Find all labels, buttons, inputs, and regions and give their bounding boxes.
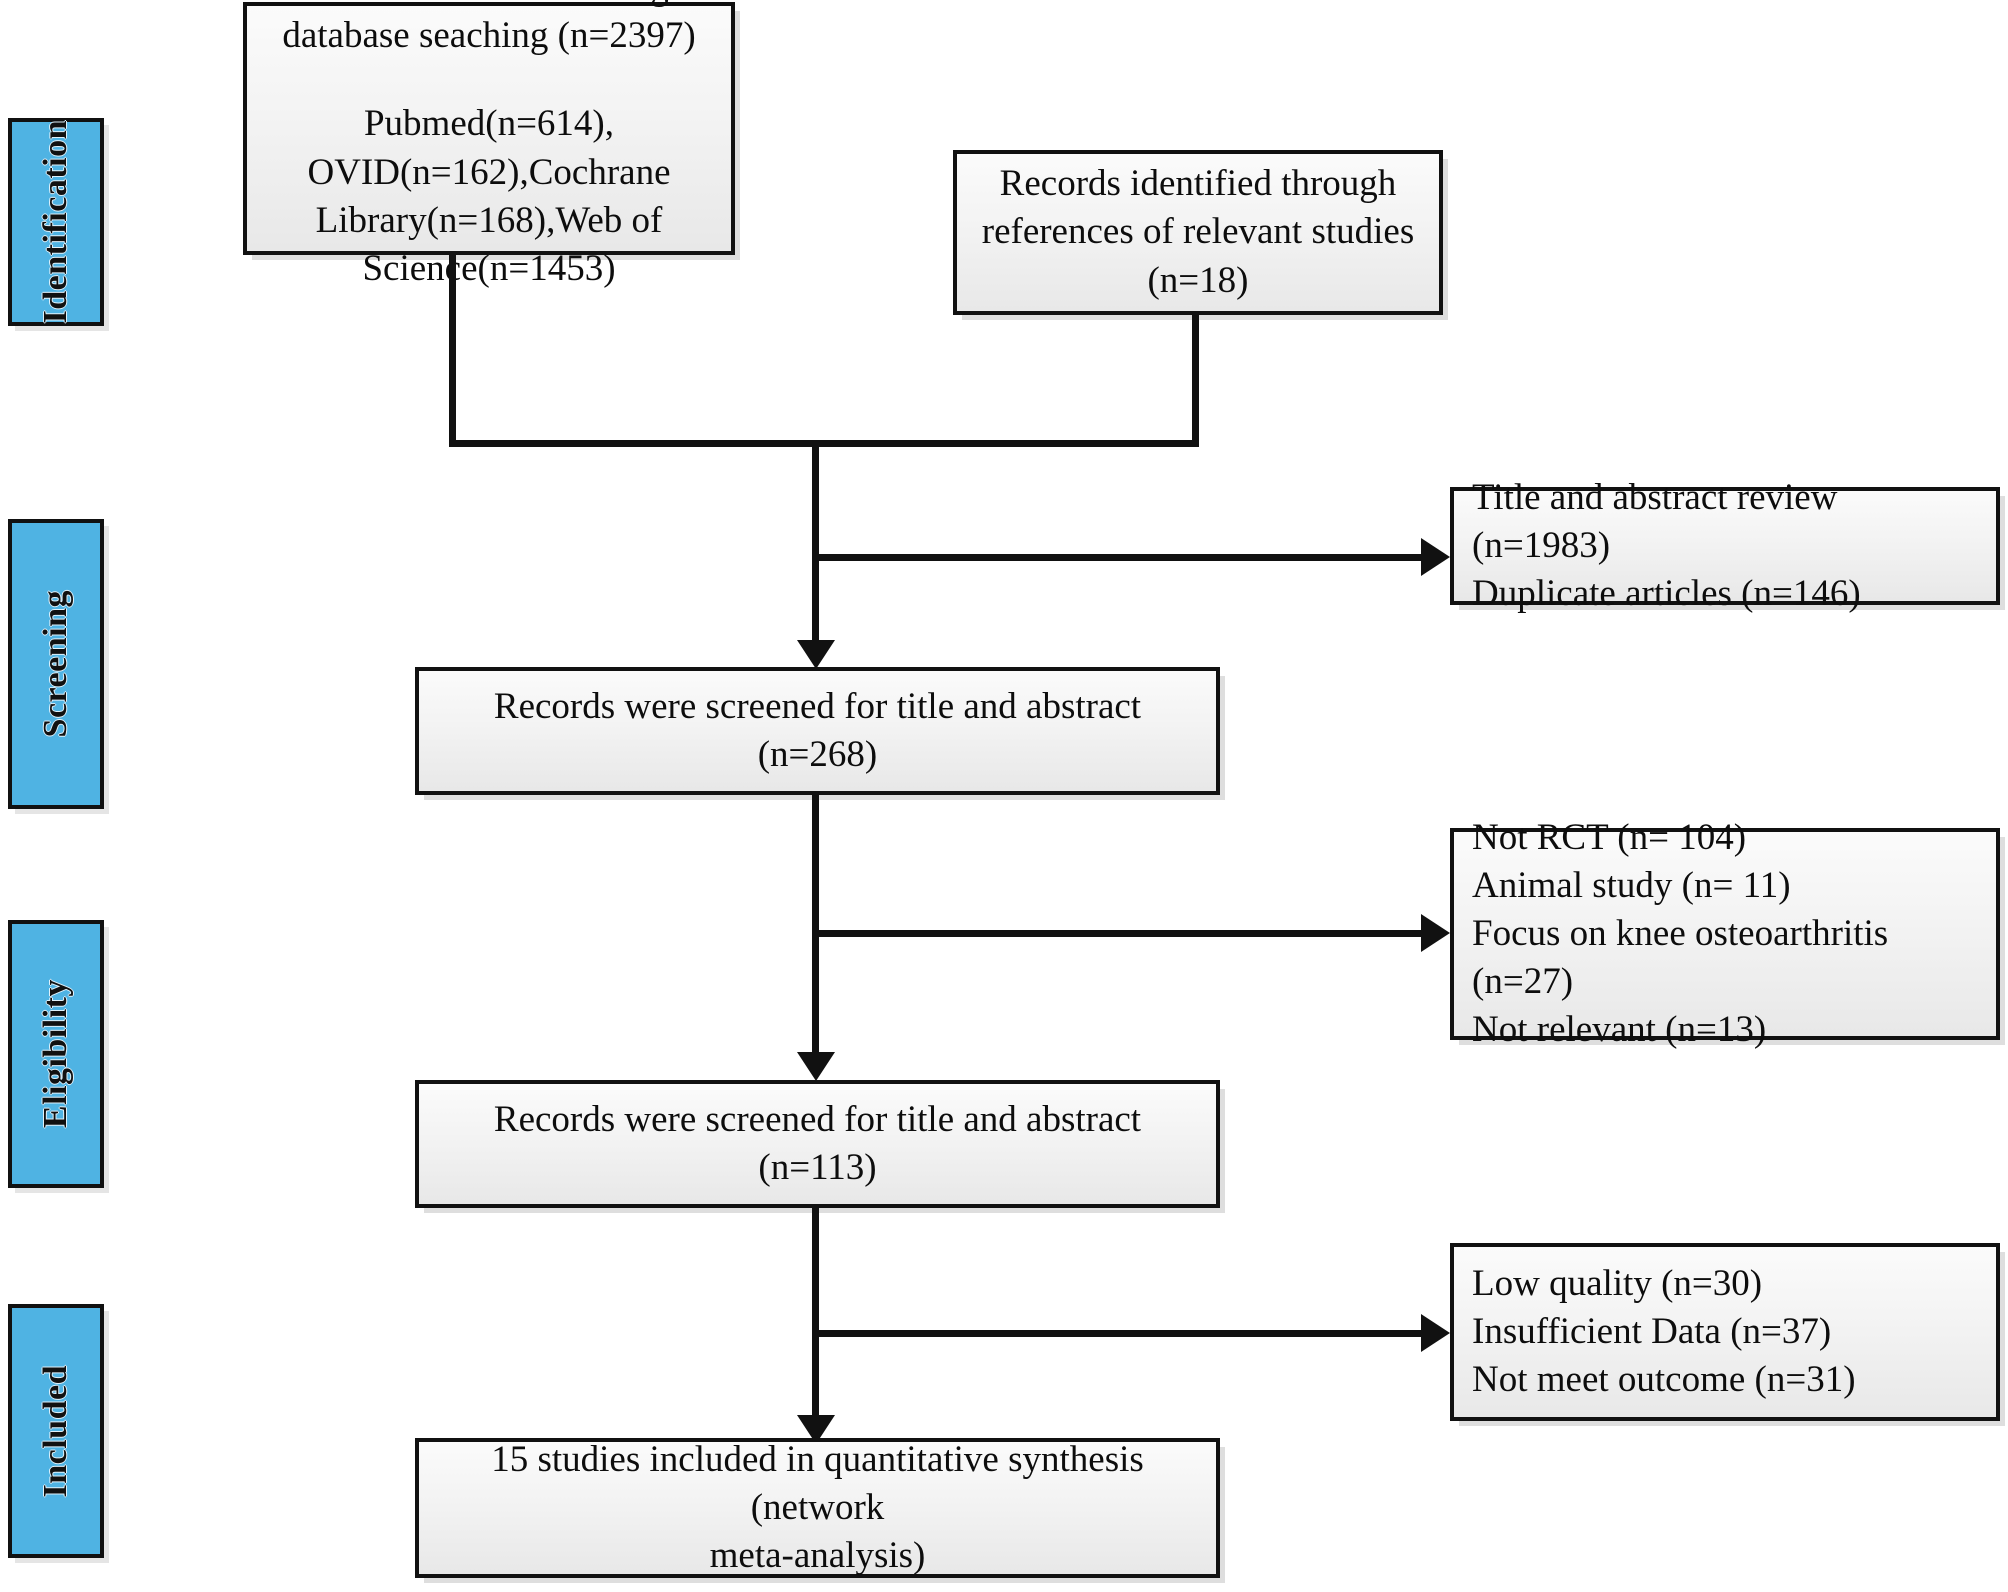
node-included-excluded-line-3: Not meet outcome (n=31) xyxy=(1472,1359,1856,1401)
node-included-excluded: Low quality (n=30) Insufficient Data (n=… xyxy=(1450,1243,2000,1421)
node-included-excluded-line-1: Low quality (n=30) xyxy=(1472,1262,1763,1304)
stage-label-identification: Identification xyxy=(8,118,104,326)
node-screened-113-line-1: Records were screened for title and abst… xyxy=(493,1098,1142,1188)
node-reference-search-line-2: references of relevant studies xyxy=(981,211,1415,253)
connector-branch-title-abstract xyxy=(812,554,1426,561)
stage-label-screening: Screening xyxy=(8,519,104,809)
arrow-down-to-screened-113 xyxy=(797,1052,835,1081)
connector-reference-search-down xyxy=(1192,315,1199,447)
node-included-excluded-line-2: Insufficient Data (n=37) xyxy=(1472,1310,1832,1352)
connector-trunk-to-final-included xyxy=(812,1208,819,1420)
connector-trunk-to-screened-268 xyxy=(812,440,819,648)
connector-database-search-down xyxy=(449,255,456,447)
stage-label-screening-text: Screening xyxy=(37,590,74,738)
node-eligibility-excluded-line-2: Animal study (n= 11) xyxy=(1472,864,1791,906)
node-database-search-line-4: OVID(n=162),Cochrane xyxy=(307,151,671,193)
node-database-search-line-2: database seaching (n=2397) xyxy=(282,15,696,57)
stage-label-included-text: Included xyxy=(37,1364,74,1498)
arrow-right-to-included-excluded xyxy=(1421,1314,1450,1352)
connector-branch-included-excluded xyxy=(812,1330,1426,1337)
node-reference-search-line-3: (n=18) xyxy=(1147,259,1249,301)
node-screened-268-line-1: Records were screened for title and abst… xyxy=(493,685,1142,775)
node-eligibility-excluded: Not RCT (n= 104) Animal study (n= 11) Fo… xyxy=(1450,817,2000,1050)
node-eligibility-excluded-line-4: Not relevant (n=13) xyxy=(1472,1009,1767,1051)
node-title-abstract-excluded-line-1: Title and abstract review (n=1983) xyxy=(1472,476,1838,566)
node-screened-268: Records were screened for title and abst… xyxy=(415,667,1220,795)
node-reference-search: Records identified through references of… xyxy=(953,150,1443,315)
node-eligibility-excluded-line-3: Focus on knee osteoarthritis (n=27) xyxy=(1472,912,1889,1003)
stage-label-eligibility: Eligibility xyxy=(8,920,104,1188)
stage-label-included: Included xyxy=(8,1304,104,1558)
node-database-search: Records identified through database seac… xyxy=(243,0,735,289)
node-final-included-line-1: 15 studies included in quantitative synt… xyxy=(491,1438,1144,1528)
node-database-search-line-3: Pubmed(n=614), xyxy=(363,103,615,145)
node-screened-113: Records were screened for title and abst… xyxy=(415,1080,1220,1208)
arrow-down-to-screened-268 xyxy=(797,640,835,669)
connector-merge-horizontal xyxy=(449,440,1199,447)
node-database-search-line-1: Records identified through xyxy=(291,0,688,12)
node-final-included: 15 studies included in quantitative synt… xyxy=(415,1438,1220,1578)
node-final-included-line-2: meta-analysis) xyxy=(709,1535,926,1577)
node-title-abstract-excluded: Title and abstract review (n=1983) Dupli… xyxy=(1450,477,2000,614)
arrow-right-to-eligibility-excluded xyxy=(1421,914,1450,952)
connector-branch-eligibility-excluded xyxy=(812,930,1426,937)
arrow-right-to-title-abstract xyxy=(1421,538,1450,576)
connector-trunk-to-screened-113 xyxy=(812,795,819,1057)
node-eligibility-excluded-line-1: Not RCT (n= 104) xyxy=(1472,816,1747,858)
node-title-abstract-excluded-line-2: Duplicate articles (n=146) xyxy=(1472,573,1861,615)
node-reference-search-line-1: Records identified through xyxy=(999,163,1397,205)
stage-label-eligibility-text: Eligibility xyxy=(37,979,74,1129)
node-database-search-line-5: Library(n=168),Web of xyxy=(315,199,663,241)
stage-label-identification-text: Identification xyxy=(37,120,74,324)
node-database-search-line-6: Science(n=1453) xyxy=(362,247,616,289)
